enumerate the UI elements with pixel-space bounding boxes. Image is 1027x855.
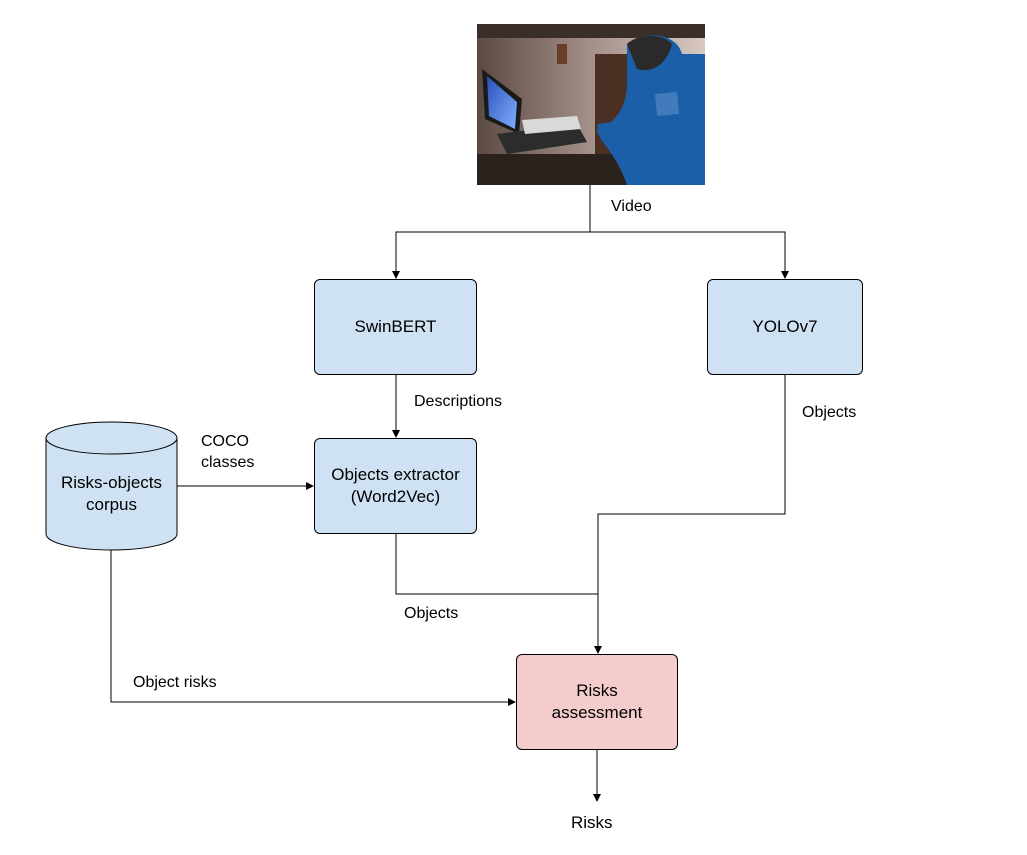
risks-assessment-box: Risks assessment [516,654,678,750]
edge-label-object-risks: Object risks [133,674,217,691]
arrow-yolo-to-risks [594,375,786,654]
corpus-label: Risks-objects corpus [46,472,177,516]
corpus-cylinder [45,421,178,551]
yolo-label: YOLOv7 [752,317,818,336]
edge-label-coco-line1: COCO [201,433,249,450]
arrow-video-to-swinbert [392,231,590,279]
swinbert-label: SwinBERT [354,317,437,336]
edge-label-objects-yolo: Objects [802,404,857,421]
edge-label-video: Video [611,198,652,215]
arrow-video-to-yolo [590,231,789,279]
connector-extractor-to-risks [395,533,598,595]
objects-extractor-label-line2: (Word2Vec) [350,487,441,506]
risks-assessment-label-line2: assessment [551,703,643,722]
video-frame-image [477,24,705,185]
edge-label-coco-line2: classes [201,454,255,471]
corpus-label-line2: corpus [85,495,138,514]
objects-extractor-label-line1: Objects extractor [331,465,460,484]
corpus-label-line1: Risks-objects [60,473,163,492]
objects-extractor-box: Objects extractor (Word2Vec) [314,438,477,534]
edge-label-descriptions: Descriptions [414,393,503,410]
yolo-box: YOLOv7 [707,279,863,375]
output-label-risks: Risks [571,813,613,832]
swinbert-box: SwinBERT [314,279,477,375]
arrow-corpus-to-risks [110,550,516,706]
risks-assessment-label-line1: Risks [576,681,618,700]
edge-label-objects-extractor: Objects [404,605,459,622]
